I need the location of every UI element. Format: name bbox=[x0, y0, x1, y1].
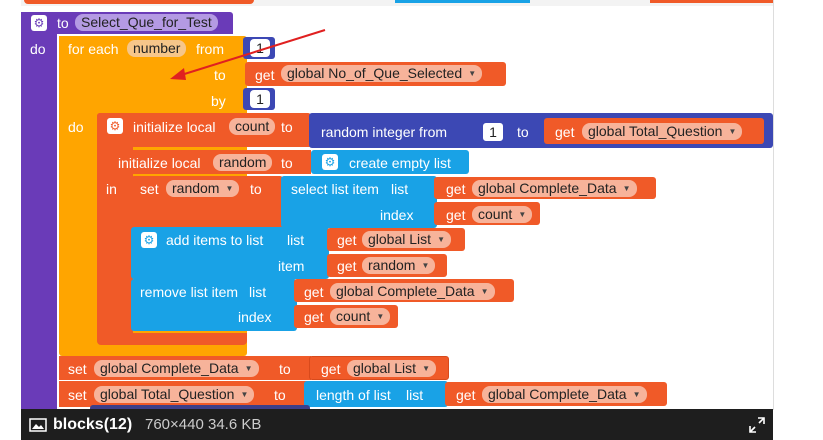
set-random-to-label: to bbox=[250, 181, 262, 197]
remove-list-item-label: remove list item bbox=[140, 284, 239, 300]
random-from-value[interactable]: 1 bbox=[482, 122, 504, 142]
procedure-do-label: do bbox=[30, 41, 46, 57]
select-list-get-label: get bbox=[446, 181, 466, 197]
set-total-label: set bbox=[68, 387, 87, 403]
init-local-count-bottom bbox=[97, 333, 247, 345]
foreach-from-label: from bbox=[196, 41, 224, 57]
random-to-label: to bbox=[517, 124, 529, 140]
create-list-gear-icon[interactable]: ⚙ bbox=[322, 154, 338, 170]
set-random-label: set bbox=[140, 181, 159, 197]
foreach-var-field[interactable]: number bbox=[127, 40, 187, 57]
expand-icon[interactable] bbox=[749, 417, 765, 433]
foreach-do-label: do bbox=[68, 119, 84, 135]
select-list-label: list bbox=[391, 181, 409, 197]
right-edge-border bbox=[773, 0, 774, 410]
remove-index-var-dropdown[interactable]: count bbox=[330, 308, 391, 325]
remove-list-item-block[interactable] bbox=[131, 279, 297, 331]
init-count-label: initialize local bbox=[133, 119, 216, 135]
set-random-var-dropdown[interactable]: random bbox=[166, 180, 240, 197]
init-local-random-block[interactable] bbox=[97, 150, 311, 174]
init-count-gear-icon[interactable]: ⚙ bbox=[107, 118, 123, 134]
add-items-item-get-label: get bbox=[337, 258, 357, 274]
from-value[interactable]: 1 bbox=[250, 39, 270, 57]
add-items-label: add items to list bbox=[166, 232, 264, 248]
select-list-var-dropdown[interactable]: global Complete_Data bbox=[472, 180, 637, 197]
remove-index-get-label: get bbox=[304, 309, 324, 325]
remove-list-label: list bbox=[249, 284, 267, 300]
select-list-item-block[interactable] bbox=[281, 176, 437, 228]
set-complete-var-dropdown[interactable]: global Complete_Data bbox=[94, 360, 259, 377]
select-list-item-label: select list item bbox=[291, 181, 379, 197]
random-integer-label: random integer from bbox=[321, 124, 448, 140]
foreach-by-label: by bbox=[211, 93, 226, 109]
length-get-var-dropdown[interactable]: global Complete_Data bbox=[482, 386, 647, 403]
set-total-var-dropdown[interactable]: global Total_Question bbox=[94, 386, 255, 403]
init-random-var-field[interactable]: random bbox=[213, 154, 273, 171]
top-strip-orange bbox=[24, 0, 254, 4]
add-items-list-get-label: get bbox=[337, 232, 357, 248]
random-get-label: get bbox=[555, 124, 575, 140]
top-strip bbox=[21, 0, 773, 6]
foreach-label: for each bbox=[68, 41, 119, 57]
by-value[interactable]: 1 bbox=[250, 90, 270, 108]
top-strip-blue bbox=[395, 0, 530, 3]
image-icon bbox=[29, 418, 47, 432]
set-complete-to-label: to bbox=[279, 361, 291, 377]
to-get-label: get bbox=[255, 67, 275, 83]
remove-index-label: index bbox=[238, 309, 272, 325]
select-index-label: index bbox=[380, 207, 414, 223]
foreach-to-label: to bbox=[214, 67, 226, 83]
set-complete-label: set bbox=[68, 361, 87, 377]
random-get-var-dropdown[interactable]: global Total_Question bbox=[582, 123, 743, 140]
caption-title: blocks(12) bbox=[53, 416, 133, 433]
image-caption-bar: blocks(12) 760×440 34.6 KB bbox=[21, 409, 773, 440]
length-list-label: list bbox=[406, 387, 424, 403]
add-items-list-var-dropdown[interactable]: global List bbox=[362, 231, 452, 248]
procedure-gear-icon[interactable]: ⚙ bbox=[31, 15, 47, 31]
length-get-label: get bbox=[456, 387, 476, 403]
create-empty-list-label: create empty list bbox=[349, 155, 451, 171]
init-local-count-body bbox=[97, 113, 133, 343]
top-strip-orange-right bbox=[650, 0, 773, 3]
init-random-in-label: in bbox=[106, 181, 117, 197]
select-index-var-dropdown[interactable]: count bbox=[472, 206, 533, 223]
length-of-list-label: length of list bbox=[316, 387, 391, 403]
add-items-item-var-dropdown[interactable]: random bbox=[362, 257, 436, 274]
set-total-to-label: to bbox=[274, 387, 286, 403]
procedure-block[interactable] bbox=[21, 12, 57, 410]
remove-list-var-dropdown[interactable]: global Complete_Data bbox=[330, 283, 495, 300]
add-items-list-label: list bbox=[287, 232, 305, 248]
procedure-to-label: to bbox=[57, 15, 69, 31]
init-count-to-label: to bbox=[281, 119, 293, 135]
init-random-label: initialize local bbox=[118, 155, 201, 171]
add-items-block[interactable] bbox=[131, 227, 329, 279]
set-complete-get-label: get bbox=[321, 361, 341, 377]
length-of-list-block[interactable] bbox=[304, 381, 448, 407]
add-items-item-label: item bbox=[278, 258, 305, 274]
set-complete-get-var-dropdown[interactable]: global List bbox=[347, 360, 437, 377]
init-random-to-label: to bbox=[281, 155, 293, 171]
select-index-get-label: get bbox=[446, 207, 466, 223]
to-get-var-dropdown[interactable]: global No_of_Que_Selected bbox=[281, 65, 483, 82]
init-count-var-field[interactable]: count bbox=[229, 118, 276, 135]
caption-meta: 760×440 34.6 KB bbox=[145, 416, 262, 433]
procedure-name-field[interactable]: Select_Que_for_Test bbox=[75, 14, 218, 31]
remove-list-get-label: get bbox=[304, 284, 324, 300]
add-items-gear-icon[interactable]: ⚙ bbox=[141, 232, 157, 248]
